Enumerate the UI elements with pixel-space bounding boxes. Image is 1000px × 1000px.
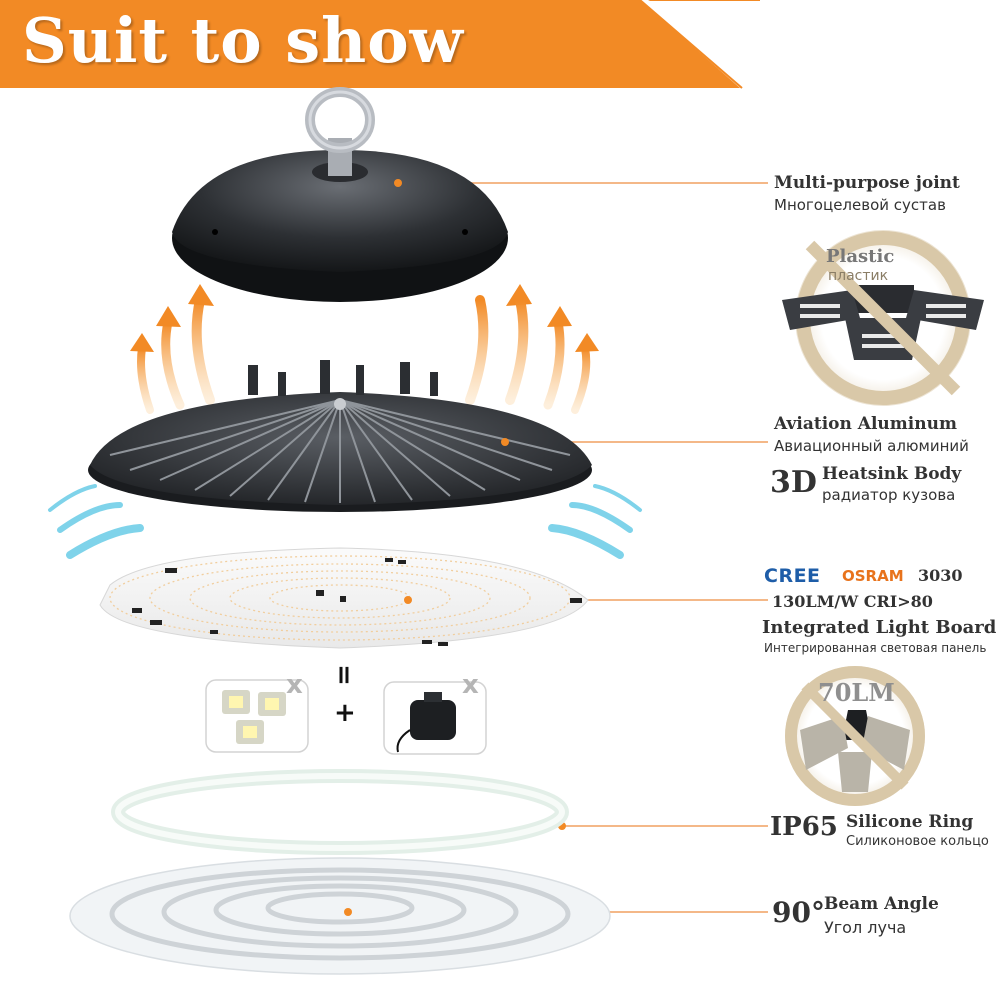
silicone-ring [111,769,569,855]
light-board [99,547,589,649]
warm-air-arrows [130,284,599,414]
banner [0,0,760,89]
joint-cap [172,87,508,302]
plastic-badge [782,230,984,406]
joint-label-en: Multi-purpose joint [774,173,960,193]
banner-title: Suit to show [22,4,464,77]
driver-icon [396,692,456,753]
driver-box [383,681,487,755]
ring-label-ru: Силиконовое кольцо [846,834,989,849]
led-chip-icon [222,690,286,744]
plus-icon: + [334,698,356,728]
heatsink-3d: 3D [770,465,817,500]
lens [69,857,611,975]
lens-prefix: 90° [772,896,825,929]
heatsink-body [88,360,592,512]
eye-bolt-icon [305,87,375,176]
led-chips-box [205,679,309,753]
ring-label-en: Silicone Ring [846,812,974,832]
equals-icon: = [328,664,359,686]
heatsink-label2-en: Heatsink Body [822,464,962,484]
ring-prefix: IP65 [770,812,838,842]
heatsink-label2-ru: радиатор кузова [822,486,956,504]
joint-label-ru: Многоцелевой сустав [774,196,946,214]
lumen-badge [785,666,925,806]
light-board-spec: 130LM/W CRI>80 [772,592,933,611]
lens-label-en: Beam Angle [824,894,939,914]
light-board-label-en: Integrated Light Board [762,617,997,638]
chip-model: 3030 [918,566,963,585]
plastic-label-en: Plastic [826,246,895,267]
plastic-label-ru: пластик [828,268,889,284]
heatsink-label-en: Aviation Aluminum [774,414,957,434]
banner-orange-band [0,0,740,88]
brand-osram: OSRAM [842,567,904,585]
cross-icon: x [462,670,479,700]
lumen-badge-label: 70LM [818,678,895,707]
cross-icon: x [286,670,303,700]
brand-cree: CREE [764,565,821,587]
light-board-label-ru: Интегрированная световая панель [764,641,987,655]
heatsink-label-ru: Авиационный алюминий [774,437,969,455]
cool-air-arrows [48,484,642,559]
lens-label-ru: Угол луча [824,918,907,937]
tri-fold-lamp-icon [782,285,984,360]
